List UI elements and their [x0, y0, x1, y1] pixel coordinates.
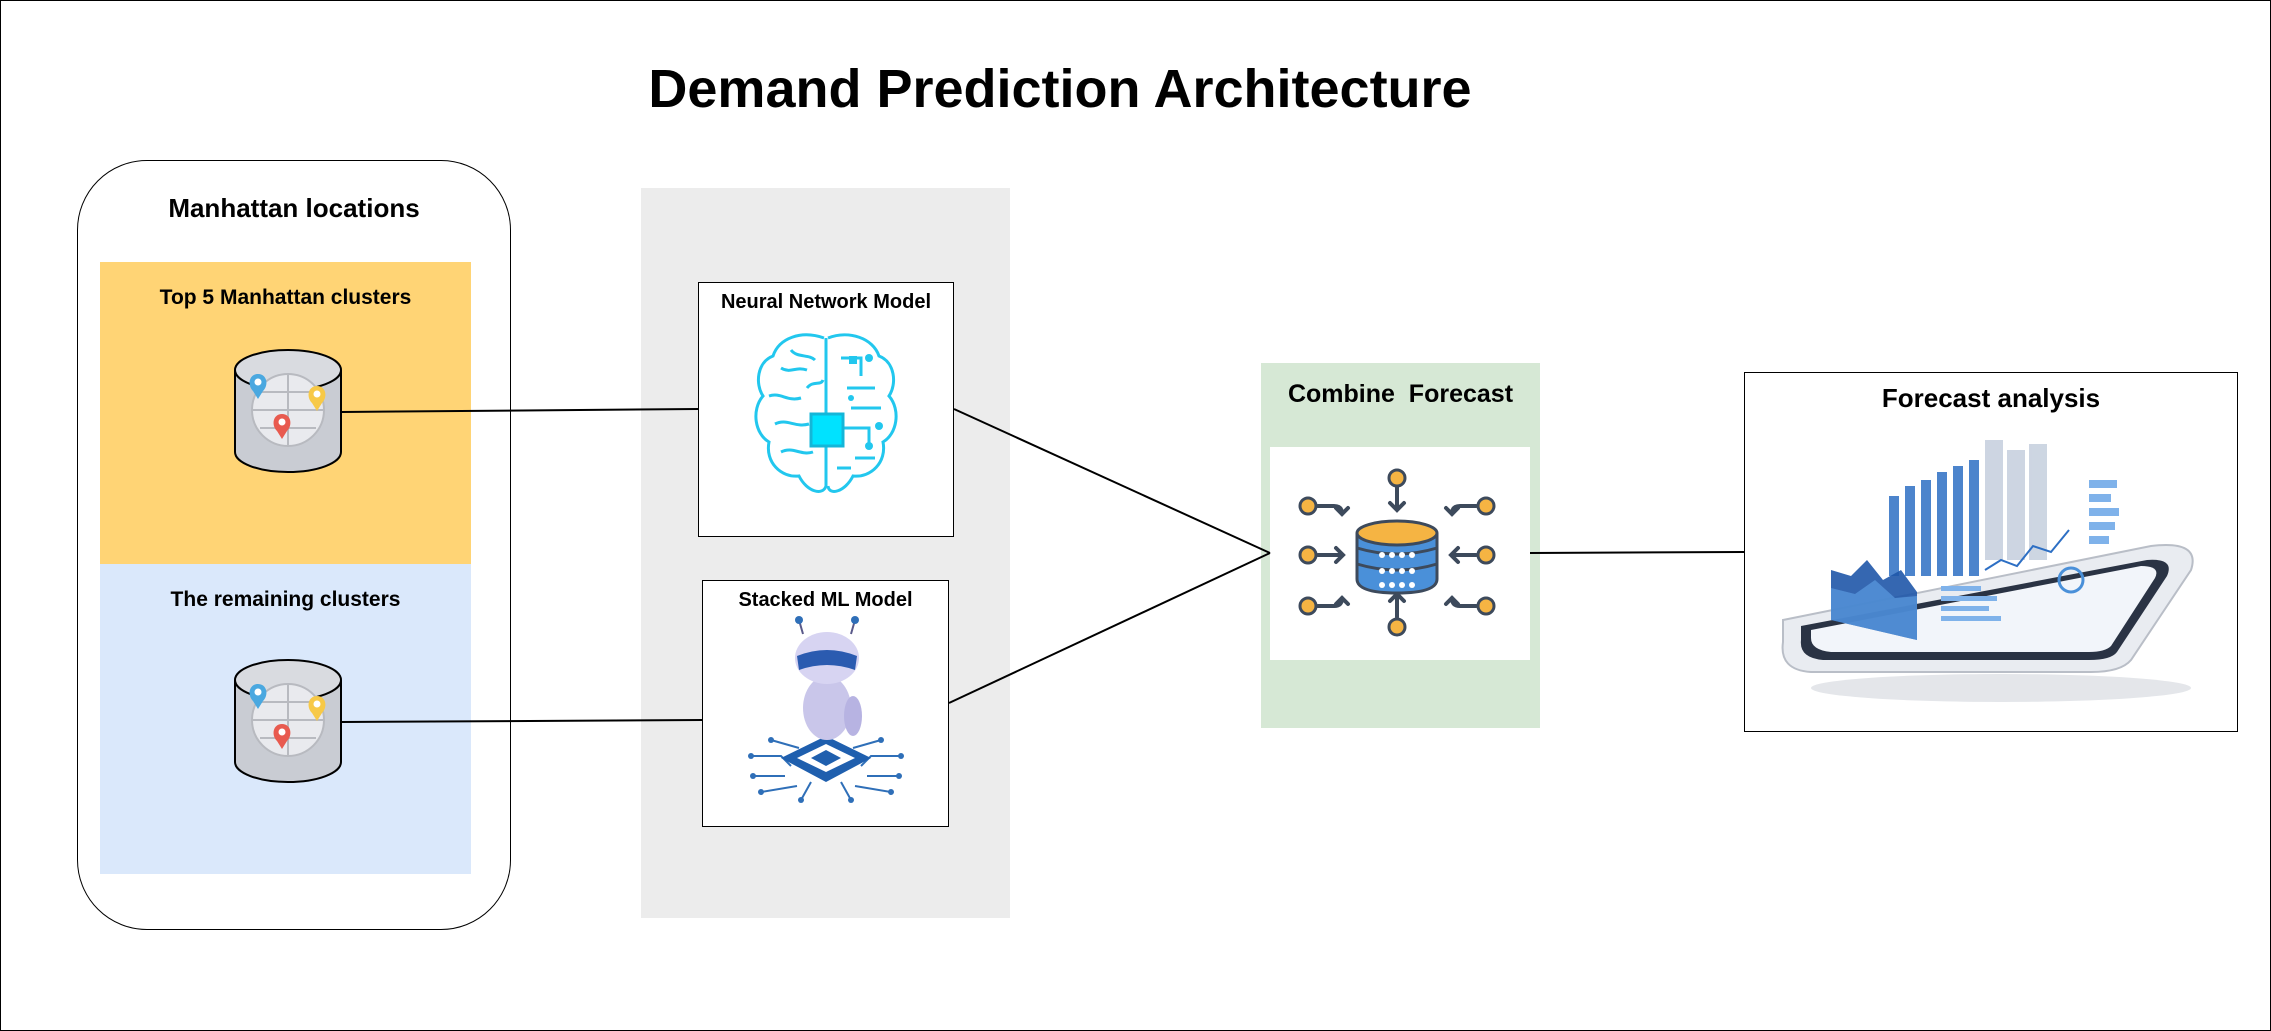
top-clusters-label: Top 5 Manhattan clusters	[159, 286, 412, 309]
locations-title: Manhattan locations	[168, 193, 420, 223]
brain-circuit-icon	[754, 333, 898, 493]
connector-bottom-to-stacked	[341, 719, 703, 723]
connector-neural-to-combine	[953, 408, 1271, 554]
forecast-analysis-label: Forecast analysis	[1881, 383, 2101, 413]
neural-network-model-label: Neural Network Model	[720, 291, 932, 313]
connector-combine-to-analysis	[1529, 551, 1745, 554]
tablet-dashboard-icon	[1781, 440, 2194, 702]
combine-forecast-label: Combine Forecast	[1287, 380, 1514, 408]
connector-stacked-to-combine	[948, 552, 1271, 704]
map-pin-cylinder-icon	[234, 659, 342, 783]
combine-forecast-icon-area	[1270, 447, 1530, 660]
connector-top-to-neural	[341, 408, 699, 413]
remaining-clusters-label: The remaining clusters	[170, 588, 401, 611]
stacked-ml-model-label: Stacked ML Model	[738, 589, 913, 611]
forecast-analysis-box: Forecast analysis	[1744, 372, 2238, 732]
diagram-title: Demand Prediction Architecture	[648, 59, 1472, 119]
map-pin-cylinder-icon	[234, 349, 342, 473]
robot-chip-icon	[747, 616, 904, 803]
database-integration-icon	[1298, 468, 1496, 637]
stacked-ml-model-box: Stacked ML Model	[702, 580, 949, 827]
neural-network-model-box: Neural Network Model	[698, 282, 954, 537]
